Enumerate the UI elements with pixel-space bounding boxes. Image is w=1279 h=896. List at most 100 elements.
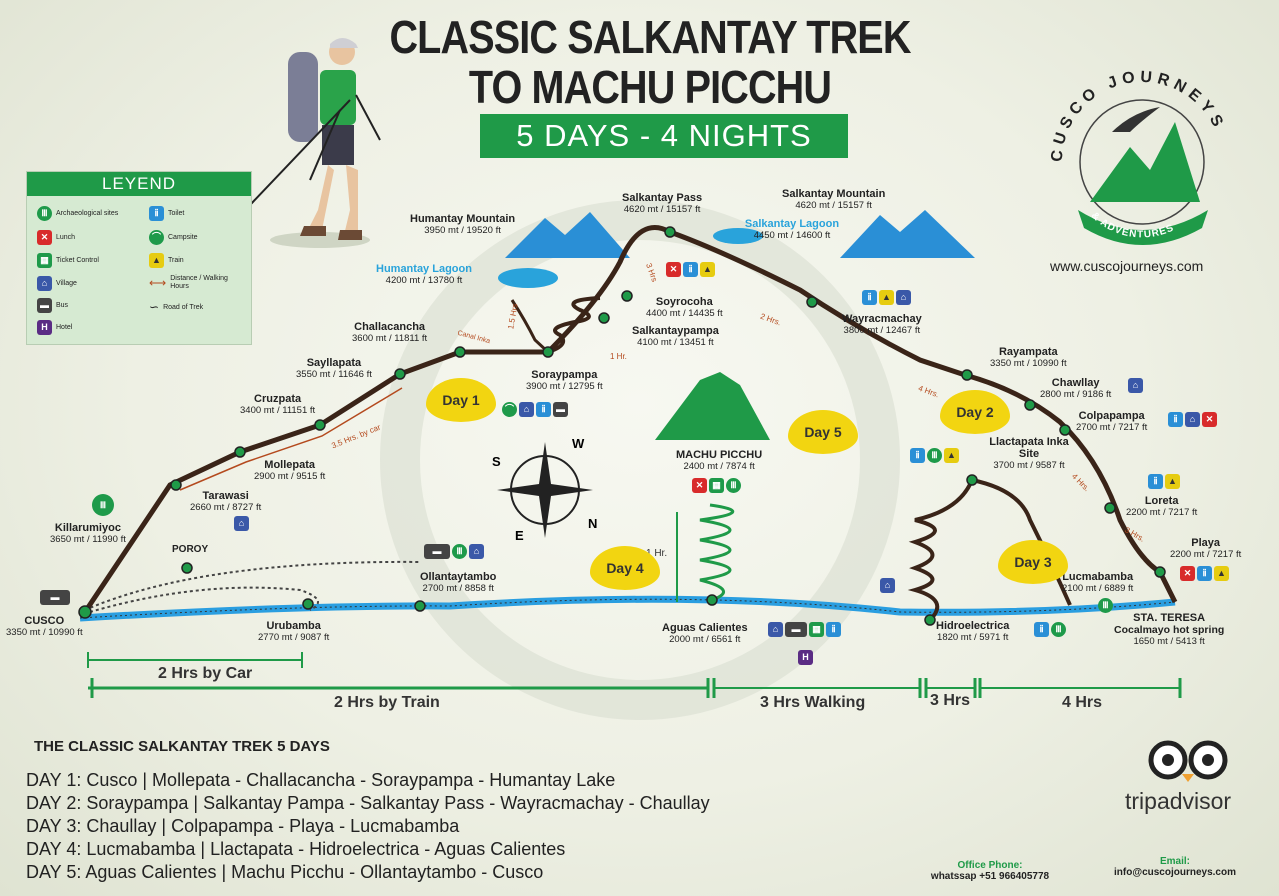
facilities-aguas-hotel: H [798,650,813,665]
train-icon: ▲ [149,253,164,268]
village-icon: ⌂ [896,290,911,305]
village-icon: ⌂ [37,276,52,291]
facilities-hidro-village: ⌂ [880,578,895,593]
legend-item-ticket: ▦Ticket Control [37,253,99,268]
train-icon: ▲ [944,448,959,463]
facilities-killarumiyoc: Ⅲ [92,494,114,516]
village-icon: ⌂ [880,578,895,593]
facilities-chawllay: ⌂ [1128,378,1143,393]
archaeological-site-icon: Ⅲ [927,448,942,463]
cusco-journeys-logo: CUSCO JOURNEYS & ADVENTURES [1049,69,1223,245]
village-icon: ⌂ [1128,378,1143,393]
facilities-colpapampa: ⅱ⌂✕ [1168,412,1217,427]
bus-icon: ▬ [37,298,52,313]
road-icon: ∽ [149,300,160,314]
legend-item-train: ▲Train [149,253,184,268]
scale-car-label: 2 Hrs by Car [158,665,253,682]
distance-icon: ⟷ [149,276,167,290]
lunch-icon: ✕ [692,478,707,493]
train-icon: ▲ [1214,566,1229,581]
tripadvisor-link[interactable]: tripadvisor [1125,788,1232,814]
itinerary-day-2: DAY 2: Soraypampa | Salkantay Pampa - Sa… [26,793,710,813]
legend-item-village: ⌂Village [37,276,77,291]
day-2-bubble: Day 2 [940,390,1010,434]
toilet-icon: ⅱ [1168,412,1183,427]
archaeological-site-icon: Ⅲ [1051,622,1066,637]
facilities-wayracmachay: ⅱ▲⌂ [862,290,911,305]
toilet-icon: ⅱ [1197,566,1212,581]
village-icon: ⌂ [519,402,534,417]
bus-icon: ▬ [785,622,807,637]
facilities-aguas-calientes: ⌂▬▦ⅱ [768,622,841,637]
facilities-cusco: ▬ [40,590,70,605]
bus-icon: ▬ [553,402,568,417]
compass-e: E [515,528,524,543]
lunch-icon: ✕ [1202,412,1217,427]
train-icon: ▲ [879,290,894,305]
note-mp-hr: 1 Hr. [646,548,668,559]
lunch-icon: ✕ [1180,566,1195,581]
archaeological-site-icon: Ⅲ [1098,598,1113,613]
day-1-bubble: Day 1 [426,378,496,422]
itinerary-day-5: DAY 5: Aguas Calientes | Machu Picchu - … [26,862,544,882]
hotel-icon: H [37,320,52,335]
itinerary-day-4: DAY 4: Lucmabamba | Llactapata - Hidroel… [26,839,566,859]
scale-3hrs-label: 3 Hrs [930,692,971,709]
toilet-icon: ⅱ [683,262,698,277]
email-contact[interactable]: Email: info@cuscojourneys.com [1114,856,1236,878]
bus-icon: ▬ [40,590,70,605]
website-link[interactable]: www.cuscojourneys.com [1050,258,1204,274]
itinerary-day-3: DAY 3: Chaullay | Colpapampa - Playa - L… [26,816,460,836]
scale-4hrs-label: 4 Hrs [1062,694,1103,711]
bus-icon: ▬ [424,544,450,559]
compass-s: S [492,454,501,469]
label-poroy: POROY [172,544,209,555]
campsite-icon: ⌒ [502,402,517,417]
train-icon: ▲ [1165,474,1180,489]
compass-rose [497,442,593,538]
office-phone: Office Phone: whatssap +51 966405778 [930,860,1050,882]
toilet-icon: ⅱ [536,402,551,417]
compass-n: N [588,516,598,531]
itinerary-title: THE CLASSIC SALKANTAY TREK 5 DAYS [34,738,330,755]
village-icon: ⌂ [234,516,249,531]
title-line-1: CLASSIC SALKANTAY TREK [389,11,911,63]
day-3-bubble: Day 3 [998,540,1068,584]
archaeological-site-icon: Ⅲ [37,206,52,221]
title-line-2: TO MACHU PICCHU [468,61,832,113]
facilities-machu-picchu: ✕▦Ⅲ [692,478,741,493]
ticket-control-icon: ▦ [709,478,724,493]
compass-w: W [572,436,585,451]
scale-walking-label: 3 Hrs Walking [760,694,866,711]
itinerary-day-1: DAY 1: Cusco | Mollepata - Challacancha … [26,770,616,790]
toilet-icon: ⅱ [149,206,164,221]
village-icon: ⌂ [469,544,484,559]
toilet-icon: ⅱ [1034,622,1049,637]
subtitle-banner: 5 DAYS - 4 NIGHTS [480,114,848,158]
ticket-control-icon: ▦ [37,253,52,268]
facilities-salkantay-pass: ✕ⅱ▲ [666,262,715,277]
legend-item-lunch: ✕Lunch [37,230,75,245]
